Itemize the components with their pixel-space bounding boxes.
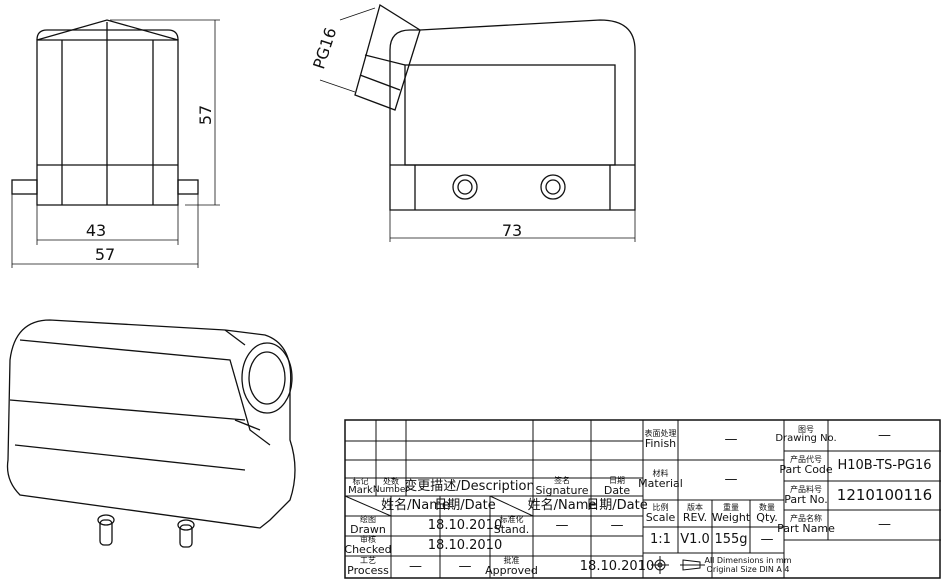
dim-43: 43 bbox=[86, 221, 106, 240]
process-name: — bbox=[409, 559, 422, 575]
dim-73: 73 bbox=[502, 221, 522, 240]
checked-date: 18.10.2010 bbox=[427, 538, 503, 554]
finish-value: — bbox=[724, 432, 738, 448]
rev-value: V1.0 bbox=[680, 532, 710, 548]
weight-value: 155g bbox=[714, 532, 748, 548]
material-value: — bbox=[724, 472, 738, 488]
part-no-value: 1210100116 bbox=[836, 485, 933, 504]
drawing-no-value: — bbox=[878, 427, 891, 443]
drawn-date: 18.10.2010 bbox=[427, 518, 503, 534]
dim-pg16: PG16 bbox=[309, 25, 340, 71]
date-header-2: 日期/Date bbox=[586, 498, 648, 514]
name-header: 姓名/Name bbox=[381, 498, 450, 514]
isometric-view bbox=[6, 319, 296, 548]
part-code-value: H10B-TS-PG16 bbox=[837, 458, 932, 474]
description-header: 变更描述/Description bbox=[404, 479, 535, 495]
process-date: — bbox=[458, 559, 472, 575]
dim-57-width: 57 bbox=[95, 245, 115, 264]
stand-name: — bbox=[555, 518, 569, 534]
front-view bbox=[11, 19, 220, 268]
qty-value: — bbox=[760, 532, 774, 548]
scale-value: 1:1 bbox=[650, 532, 671, 548]
date-header: 日期/Date bbox=[434, 498, 496, 514]
part-name-value: — bbox=[878, 517, 891, 533]
dim-57-height: 57 bbox=[196, 105, 215, 125]
approved-date: 18.10.2010 bbox=[579, 559, 655, 575]
name-header-2: 姓名/Name bbox=[527, 498, 597, 514]
title-block-grid bbox=[344, 419, 941, 579]
side-view bbox=[319, 3, 636, 242]
projection-symbol-icon bbox=[651, 556, 705, 574]
stand-date: — bbox=[610, 518, 624, 534]
